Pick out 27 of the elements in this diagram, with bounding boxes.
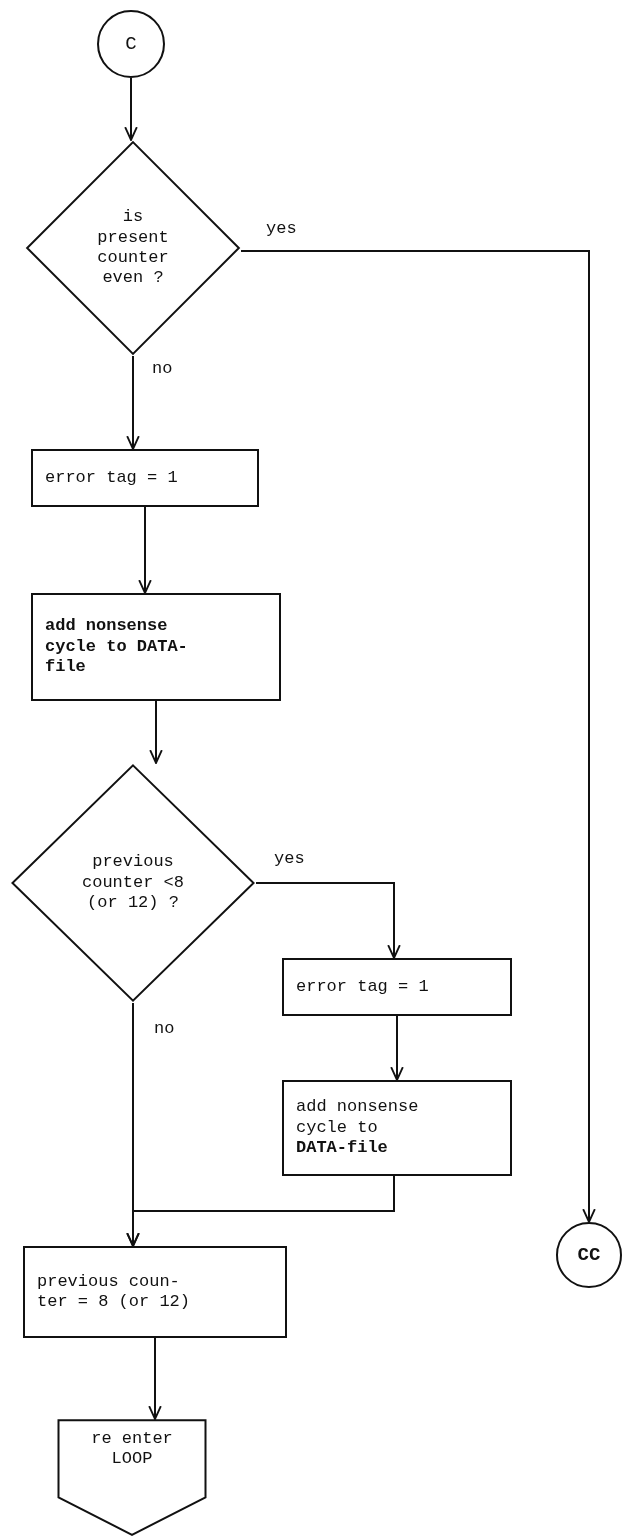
off-page-connector	[57, 1419, 207, 1536]
node-text: previous counter <8 (or 12) ?	[81, 852, 185, 914]
decision-diamond	[10, 763, 256, 1003]
node-text: C	[125, 32, 137, 56]
flow-arrow	[390, 1015, 404, 1081]
flow-arrow	[124, 77, 138, 141]
node-text: add nonsense cycle to DATA-file	[296, 1097, 420, 1159]
node-text: is present counter even ?	[96, 207, 170, 289]
flow-arrow	[126, 1175, 395, 1247]
node-text: previous coun- ter = 8 (or 12)	[37, 1271, 192, 1313]
flow-arrow	[255, 882, 401, 959]
node-text: error tag = 1	[296, 976, 429, 998]
process-box	[282, 1080, 512, 1176]
flow-arrow	[240, 250, 596, 1223]
flow-arrow	[126, 355, 140, 450]
process-box	[31, 593, 281, 701]
decision-diamond	[25, 140, 241, 356]
node-text: add nonsense cycle to DATA-file	[45, 616, 189, 678]
flow-arrow	[149, 700, 163, 764]
node-text: error tag = 1	[45, 467, 178, 489]
process-box	[282, 958, 512, 1016]
flow-arrow	[138, 506, 152, 594]
node-text: re enter LOOP	[90, 1429, 174, 1470]
process-box	[23, 1246, 287, 1338]
process-box	[31, 449, 259, 507]
flow-arrow	[148, 1337, 162, 1420]
node-text: CC	[577, 1243, 601, 1267]
